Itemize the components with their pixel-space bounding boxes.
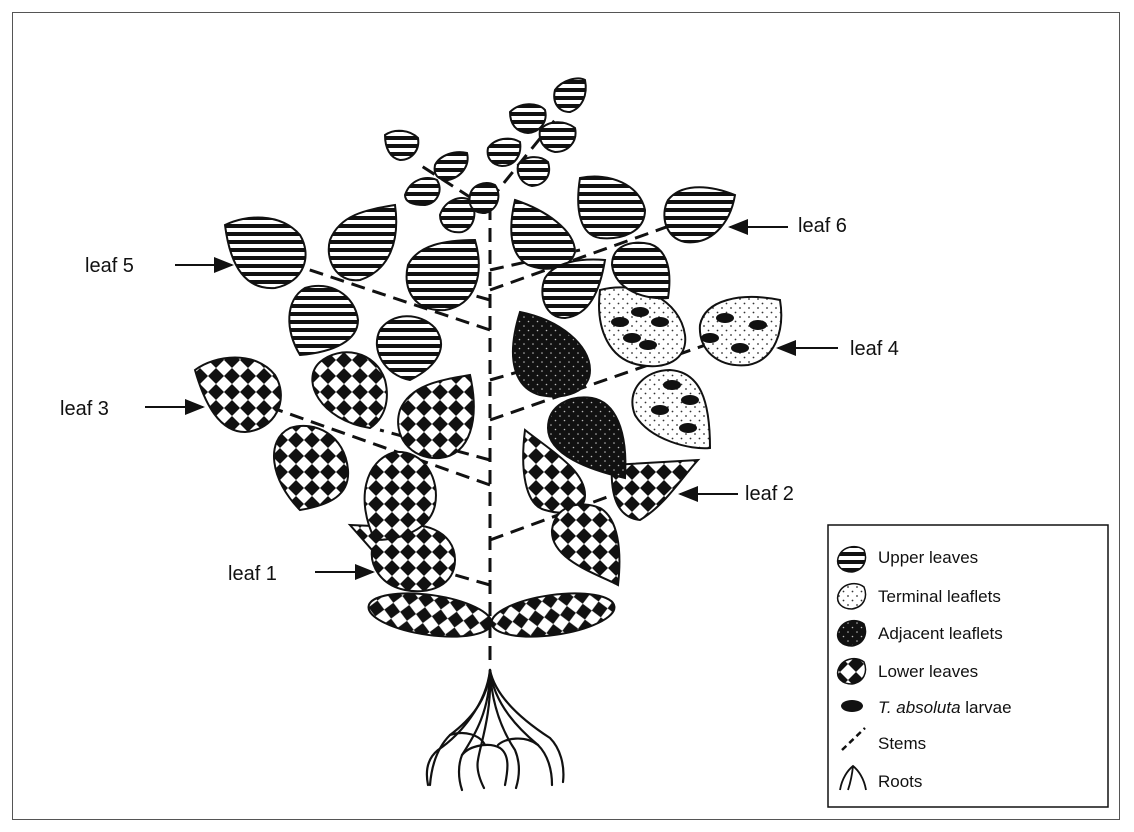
terminal-leaflet [700, 297, 781, 365]
larva [663, 380, 681, 390]
label-leaf-1: leaf 1 [228, 563, 277, 585]
terminal-leaflet [599, 287, 685, 366]
upper-leaf [578, 177, 645, 239]
adjacent-leaflet [513, 312, 590, 396]
upper-leaf [540, 122, 576, 152]
larva [701, 333, 719, 343]
lower-leaf [366, 587, 494, 644]
legend-adjacent-leaflets: Adjacent leaflets [878, 624, 1003, 643]
upper-leaf [554, 78, 586, 112]
larva [731, 343, 749, 353]
larva [651, 405, 669, 415]
larva [639, 340, 657, 350]
larva [631, 307, 649, 317]
larva [681, 395, 699, 405]
upper-leaf [289, 286, 358, 355]
upper-leaf [511, 200, 575, 269]
larva [749, 320, 767, 330]
label-leaf-3: leaf 3 [60, 398, 109, 420]
upper-leaf [470, 183, 499, 213]
legend-terminal-leaflets: Terminal leaflets [878, 587, 1001, 606]
legend-lower-leaves: Lower leaves [878, 662, 978, 681]
legend-swatch-lower-leaves [838, 659, 866, 684]
larva [651, 317, 669, 327]
larva [716, 313, 734, 323]
label-leaf-4: leaf 4 [850, 338, 899, 360]
upper-leaf [405, 178, 440, 205]
label-leaf-5: leaf 5 [85, 255, 134, 277]
upper-leaf [385, 131, 418, 160]
lower-leaves [195, 352, 698, 643]
upper-leaf [407, 240, 479, 310]
legend-larvae-species: T. absoluta [878, 698, 961, 717]
legend-roots: Roots [878, 772, 922, 791]
larva [679, 423, 697, 433]
lower-leaf [489, 587, 617, 644]
lower-leaf [312, 352, 387, 428]
legend-swatch-terminal-leaflets [838, 584, 866, 609]
upper-leaf [435, 152, 468, 180]
lower-leaf [195, 358, 281, 433]
legend: Upper leaves Terminal leaflets Adjacent … [828, 525, 1108, 807]
label-leaf-6: leaf 6 [798, 215, 847, 237]
lower-leaf [398, 375, 474, 458]
larva [611, 317, 629, 327]
larva [623, 333, 641, 343]
legend-upper-leaves: Upper leaves [878, 548, 978, 567]
legend-larvae: T. absoluta larvae [878, 698, 1012, 717]
upper-leaf [488, 139, 521, 166]
upper-leaf [377, 316, 441, 380]
upper-leaf [518, 157, 550, 186]
upper-leaf [329, 205, 396, 280]
legend-larvae-suffix: larvae [961, 698, 1012, 717]
upper-leaf [225, 217, 306, 288]
roots [427, 670, 564, 790]
legend-stems: Stems [878, 734, 926, 753]
legend-swatch-larvae [841, 700, 863, 712]
label-leaf-2: leaf 2 [745, 483, 794, 505]
lower-leaf [552, 504, 619, 585]
legend-swatch-adjacent-leaflets [838, 621, 866, 646]
lower-leaf [274, 426, 348, 510]
upper-leaf [664, 187, 735, 242]
legend-swatch-upper-leaves [838, 547, 866, 572]
